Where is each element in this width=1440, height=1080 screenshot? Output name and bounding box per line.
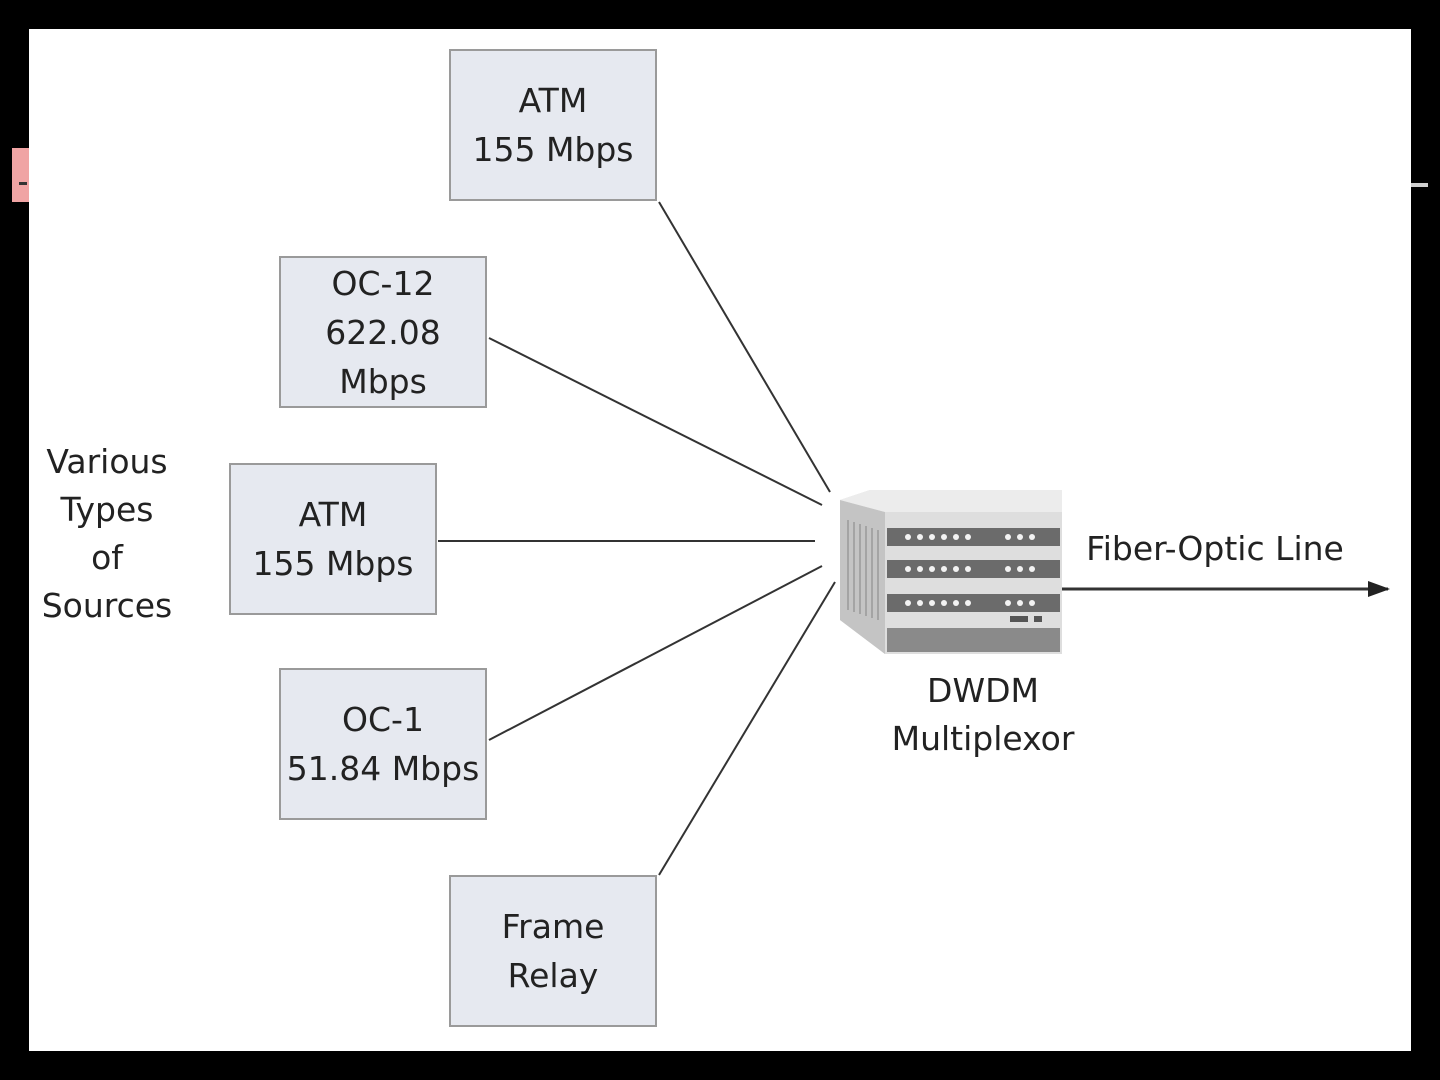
source-name: ATM bbox=[298, 495, 368, 534]
source-name: OC-1 bbox=[342, 700, 424, 739]
source-rate: 155 Mbps bbox=[252, 544, 414, 583]
label-line: Various bbox=[46, 442, 168, 481]
source-box-oc12: OC-12 622.08 Mbps bbox=[279, 256, 487, 408]
line-frame-relay bbox=[658, 581, 836, 876]
source-rate: 155 Mbps bbox=[472, 130, 634, 169]
label-line: Types bbox=[60, 490, 154, 529]
label-line: Sources bbox=[41, 586, 173, 625]
label-line: of bbox=[91, 538, 123, 577]
source-box-atm-top: ATM 155 Mbps bbox=[449, 49, 657, 201]
source-rate: 622.08 Mbps bbox=[325, 312, 441, 401]
fiber-optic-label: Fiber-Optic Line bbox=[1086, 529, 1344, 568]
line-atm-top bbox=[658, 201, 831, 493]
slide-accent-bar bbox=[12, 148, 29, 202]
source-rate: Relay bbox=[507, 956, 599, 995]
dwdm-multiplexor-device bbox=[840, 490, 1062, 654]
line-oc12 bbox=[488, 337, 823, 506]
various-sources-label: Various Types of Sources bbox=[38, 438, 176, 630]
label-line: Multiplexor bbox=[891, 719, 1075, 758]
source-box-frame-relay: Frame Relay bbox=[449, 875, 657, 1027]
line-oc1 bbox=[488, 565, 823, 741]
multiplexor-label: DWDM Multiplexor bbox=[878, 667, 1088, 763]
source-box-atm-mid: ATM 155 Mbps bbox=[229, 463, 437, 615]
source-rate: 51.84 Mbps bbox=[286, 749, 480, 788]
source-name: ATM bbox=[518, 81, 588, 120]
source-box-oc1: OC-1 51.84 Mbps bbox=[279, 668, 487, 820]
source-name: OC-12 bbox=[331, 263, 435, 303]
label-line: DWDM bbox=[927, 671, 1039, 710]
source-name: Frame bbox=[501, 907, 605, 946]
slide-accent-line bbox=[1411, 183, 1428, 187]
